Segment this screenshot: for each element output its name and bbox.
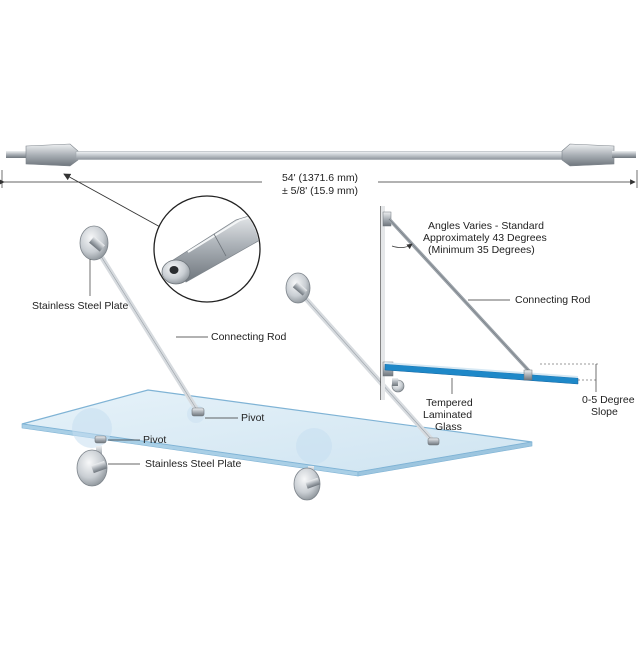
- rod-right-tip: [612, 151, 636, 158]
- angle-arc: [391, 243, 413, 250]
- rod-left-tip: [6, 151, 28, 158]
- wall-plate-top-right: [285, 272, 311, 304]
- dimension-length: 54' (1371.6 mm): [281, 172, 359, 184]
- label-rod-left: Connecting Rod: [211, 331, 287, 343]
- perspective-rods: [91, 243, 434, 442]
- label-glass-line1: Tempered: [426, 397, 473, 409]
- length-dimension: [0, 170, 638, 188]
- label-glass-line2: Laminated: [423, 409, 473, 421]
- wall-plate-bottom-left: [76, 446, 108, 487]
- label-plate-top: Stainless Steel Plate: [32, 300, 129, 312]
- detail-circle: [153, 195, 261, 303]
- dimension-tolerance: ± 5/8' (15.9 mm): [281, 185, 359, 197]
- detail-arrow: [63, 173, 163, 229]
- wall-plate-top-left: [79, 225, 109, 261]
- label-angle-line1: Angles Varies - Standard: [428, 220, 544, 232]
- label-pivot-right: Pivot: [241, 412, 265, 424]
- leader-lines-right: [451, 299, 597, 394]
- label-glass-line3: Glass: [435, 421, 462, 433]
- rod-body: [75, 151, 565, 160]
- label-rod-right: Connecting Rod: [515, 294, 591, 306]
- rod-assembly-top: [6, 143, 636, 167]
- label-plate-bottom: Stainless Steel Plate: [145, 458, 242, 470]
- rod-left-fitting: [25, 143, 79, 167]
- leader-lines-left: [89, 259, 238, 465]
- rod-right-fitting: [561, 143, 615, 167]
- pivot-fittings: [94, 407, 440, 446]
- label-angle-line2: Approximately 43 Degrees: [423, 232, 547, 244]
- label-angle-line3: (Minimum 35 Degrees): [428, 244, 535, 256]
- label-slope-line2: Slope: [591, 406, 618, 418]
- side-elevation: [380, 206, 598, 400]
- label-slope-line1: 0-5 Degree: [582, 394, 635, 406]
- wall-plate-bottom-right: [293, 466, 321, 501]
- label-pivot-left: Pivot: [143, 434, 167, 446]
